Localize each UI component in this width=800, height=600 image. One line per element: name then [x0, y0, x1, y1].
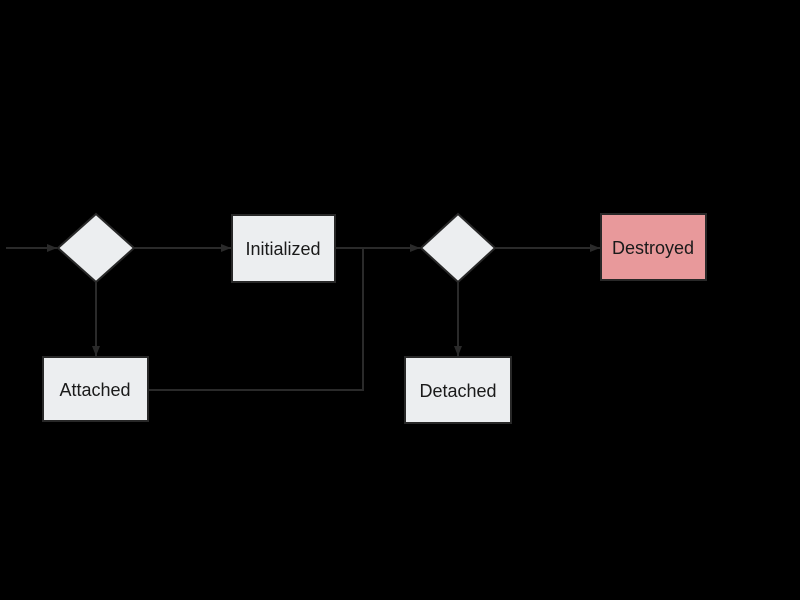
- attached-box: [42, 356, 149, 422]
- destroyed-label: Destroyed: [612, 238, 694, 258]
- edge-layer: [6, 244, 600, 391]
- entry-decision-diamond: [56, 212, 136, 284]
- node-attached: Attached: [42, 356, 149, 422]
- destroyed-box: [600, 213, 707, 281]
- attached-label: Attached: [59, 380, 130, 400]
- node-exit-decision: [419, 212, 497, 284]
- node-initialized: Initialized: [231, 214, 336, 283]
- node-destroyed: Destroyed: [600, 213, 707, 281]
- initialized-box: [231, 214, 336, 283]
- exit-decision-diamond: [419, 212, 497, 284]
- node-detached: Detached: [404, 356, 512, 424]
- detached-box: [404, 356, 512, 424]
- node-entry-decision: [56, 212, 136, 284]
- detached-label: Detached: [419, 381, 496, 401]
- initialized-label: Initialized: [245, 239, 320, 259]
- edge-attached-to-exit-decision: [148, 248, 364, 391]
